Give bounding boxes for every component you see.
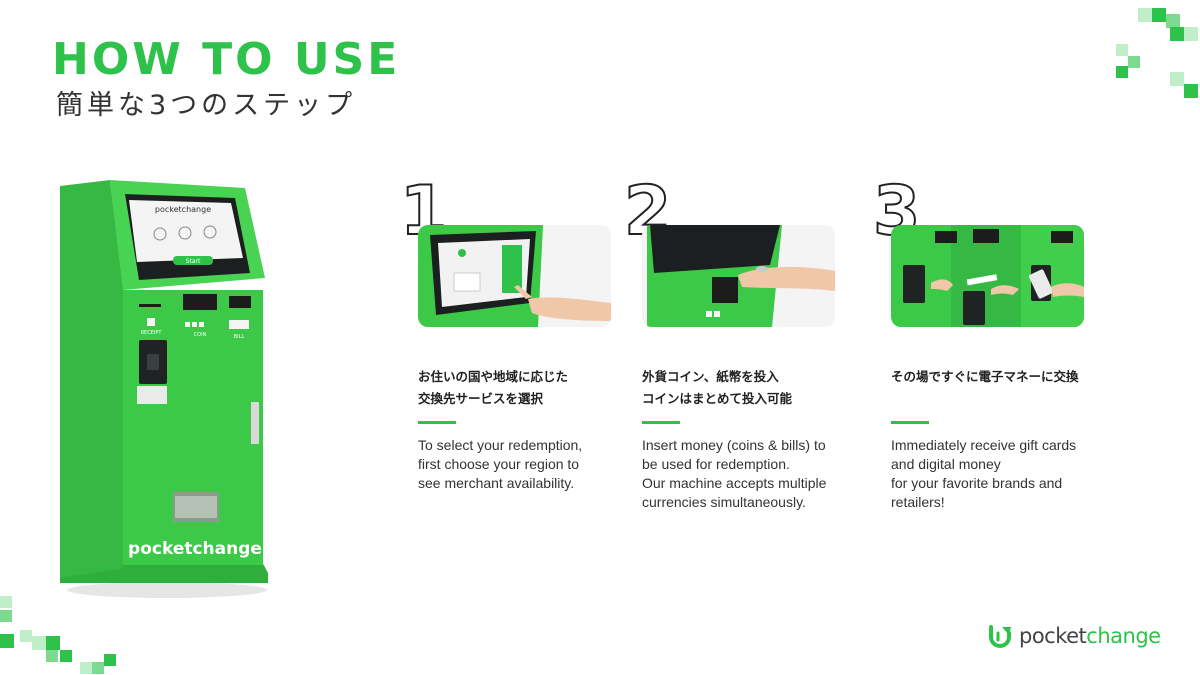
step-2-description: Insert money (coins & bills) to be used … xyxy=(642,436,852,512)
step-1-description-line-2: first choose your region to xyxy=(418,456,580,472)
step-3-description-line-3: for your favorite brands and xyxy=(891,475,1063,491)
step-1-photo xyxy=(418,225,611,327)
kiosk-screen-logo: pocketchange xyxy=(155,205,211,214)
kiosk-coin-label: COIN xyxy=(194,332,207,338)
kiosk-machine-image: Start pocketchange RECEIPT COIN BILL poc… xyxy=(55,178,280,603)
step-3-description-line-1: Immediately receive gift cards xyxy=(891,437,1077,453)
step-1-title-ja-line-1: お住いの国や地域に応じた xyxy=(418,369,569,384)
brand-wordmark-change: change xyxy=(1086,624,1161,648)
step-3-description-line-2: and digital money xyxy=(891,456,1001,472)
step-2-description-line-3: Our machine accepts multiple xyxy=(642,475,827,491)
step-2-description-line-4: currencies simultaneously. xyxy=(642,494,806,510)
step-1-title-ja: お住いの国や地域に応じた 交換先サービスを選択 xyxy=(418,366,658,410)
kiosk-receipt-label: RECEIPT xyxy=(141,330,163,336)
step-2-divider xyxy=(642,421,680,424)
page-title: HOW TO USE xyxy=(52,34,401,85)
step-2-title-ja-line-1: 外貨コイン、紙幣を投入 xyxy=(642,369,779,384)
step-1-description-line-1: To select your redemption, xyxy=(418,437,583,453)
page-subtitle: 簡単な3つのステップ xyxy=(56,90,357,121)
step-2-title-ja-line-2: コインはまとめて投入可能 xyxy=(642,391,793,406)
step-3-title-ja-line-1: その場ですぐに電子マネーに交換 xyxy=(891,369,1079,384)
kiosk-bill-label: BILL xyxy=(234,334,245,340)
step-1-description: To select your redemption, first choose … xyxy=(418,436,628,493)
step-1-title-ja-line-2: 交換先サービスを選択 xyxy=(418,391,544,406)
step-3-photo xyxy=(891,225,1084,327)
step-1-description-line-3: see merchant availability. xyxy=(418,475,575,491)
step-2-description-line-1: Insert money (coins & bills) to xyxy=(642,437,826,453)
step-3-description-line-4: retailers! xyxy=(891,494,945,510)
step-3-description: Immediately receive gift cards and digit… xyxy=(891,436,1101,512)
kiosk-brand-logo-text: pocketchange xyxy=(128,539,262,559)
step-3-divider xyxy=(891,421,929,424)
brand-wordmark-pocket: pocket xyxy=(1019,624,1087,648)
step-2-title-ja: 外貨コイン、紙幣を投入 コインはまとめて投入可能 xyxy=(642,366,882,410)
brand-logo: pocketchange xyxy=(987,622,1161,650)
step-2-description-line-2: be used for redemption. xyxy=(642,456,790,472)
kiosk-start-button-label: Start xyxy=(186,258,201,265)
step-3-title-ja: その場ですぐに電子マネーに交換 xyxy=(891,366,1131,388)
step-1-divider xyxy=(418,421,456,424)
step-2-photo xyxy=(642,225,835,327)
brand-wordmark: pocketchange xyxy=(1019,624,1161,648)
pocketchange-logo-icon xyxy=(989,625,1011,648)
